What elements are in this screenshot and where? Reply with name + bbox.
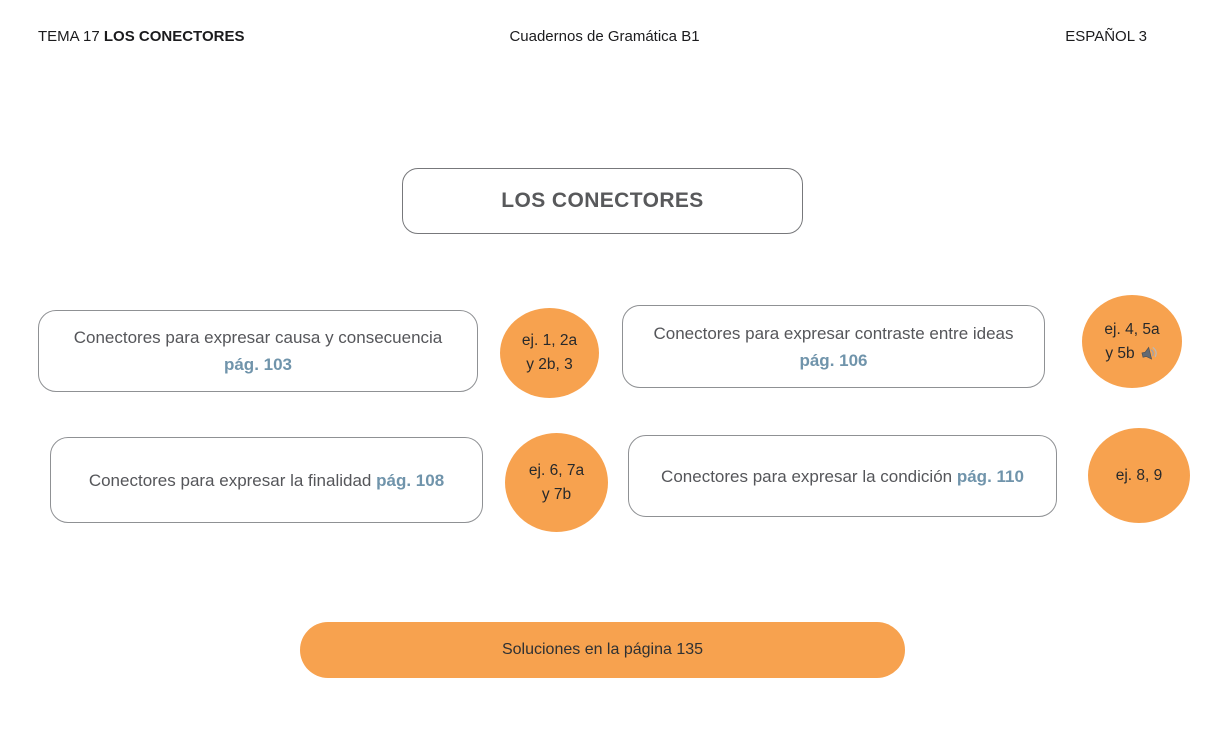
section-text: Conectores para expresar contraste entre… xyxy=(653,320,1013,374)
exercise-line-1: ej. 1, 2a xyxy=(521,332,578,349)
main-title: LOS CONECTORES xyxy=(501,189,704,212)
page-ref[interactable]: pág. 110 xyxy=(956,466,1024,486)
section-title: Conectores para expresar la condición xyxy=(661,466,953,486)
speaker-icon xyxy=(1141,346,1157,360)
solutions-banner[interactable]: Soluciones en la página 135 xyxy=(300,622,905,678)
header-tema: TEMA 17 LOS CONECTORES xyxy=(38,28,244,45)
section-text: Conectores para expresar la finalidad pá… xyxy=(89,467,444,494)
section-box-causa-consecuencia: Conectores para expresar causa y consecu… xyxy=(38,310,478,392)
exercise-badge-finalidad: ej. 6, 7a y 7b xyxy=(505,433,608,532)
main-title-box: LOS CONECTORES xyxy=(402,168,803,234)
tema-title: LOS CONECTORES xyxy=(103,28,245,45)
exercise-line-2: y 2b, 3 xyxy=(526,356,573,373)
section-title: Conectores para expresar causa y consecu… xyxy=(73,328,443,347)
section-text: Conectores para expresar causa y consecu… xyxy=(74,324,443,378)
section-box-contraste-ideas: Conectores para expresar contraste entre… xyxy=(622,305,1045,388)
section-box-condicion: Conectores para expresar la condición pá… xyxy=(628,435,1057,517)
section-text: Conectores para expresar la condición pá… xyxy=(661,463,1024,490)
tema-prefix: TEMA 17 xyxy=(38,28,100,45)
page-ref[interactable]: pág. 108 xyxy=(376,470,445,490)
section-title: Conectores para expresar contraste entre… xyxy=(653,323,1014,343)
exercise-badge-causa-consecuencia: ej. 1, 2a y 2b, 3 xyxy=(500,308,599,398)
exercise-badge-condicion: ej. 8, 9 xyxy=(1088,428,1190,523)
exercise-line-1: ej. 8, 9 xyxy=(1115,466,1163,484)
exercise-line-1: ej. 4, 5a xyxy=(1104,320,1160,338)
section-box-finalidad: Conectores para expresar la finalidad pá… xyxy=(50,437,483,523)
page-ref[interactable]: pág. 103 xyxy=(223,355,293,374)
exercise-badge-contraste-ideas: ej. 4, 5a y 5b xyxy=(1082,295,1182,388)
exercise-line-1: ej. 6, 7a xyxy=(528,461,585,479)
exercise-line-2-text: y 5b xyxy=(1105,344,1135,362)
page-ref[interactable]: pág. 106 xyxy=(799,350,868,370)
header-course-label: ESPAÑOL 3 xyxy=(1065,28,1147,45)
header-book-title: Cuadernos de Gramática B1 xyxy=(509,28,700,45)
section-title: Conectores para expresar la finalidad xyxy=(88,470,372,490)
exercise-line-2: y 7b xyxy=(541,485,572,503)
exercise-line-2: y 5b xyxy=(1105,342,1158,366)
